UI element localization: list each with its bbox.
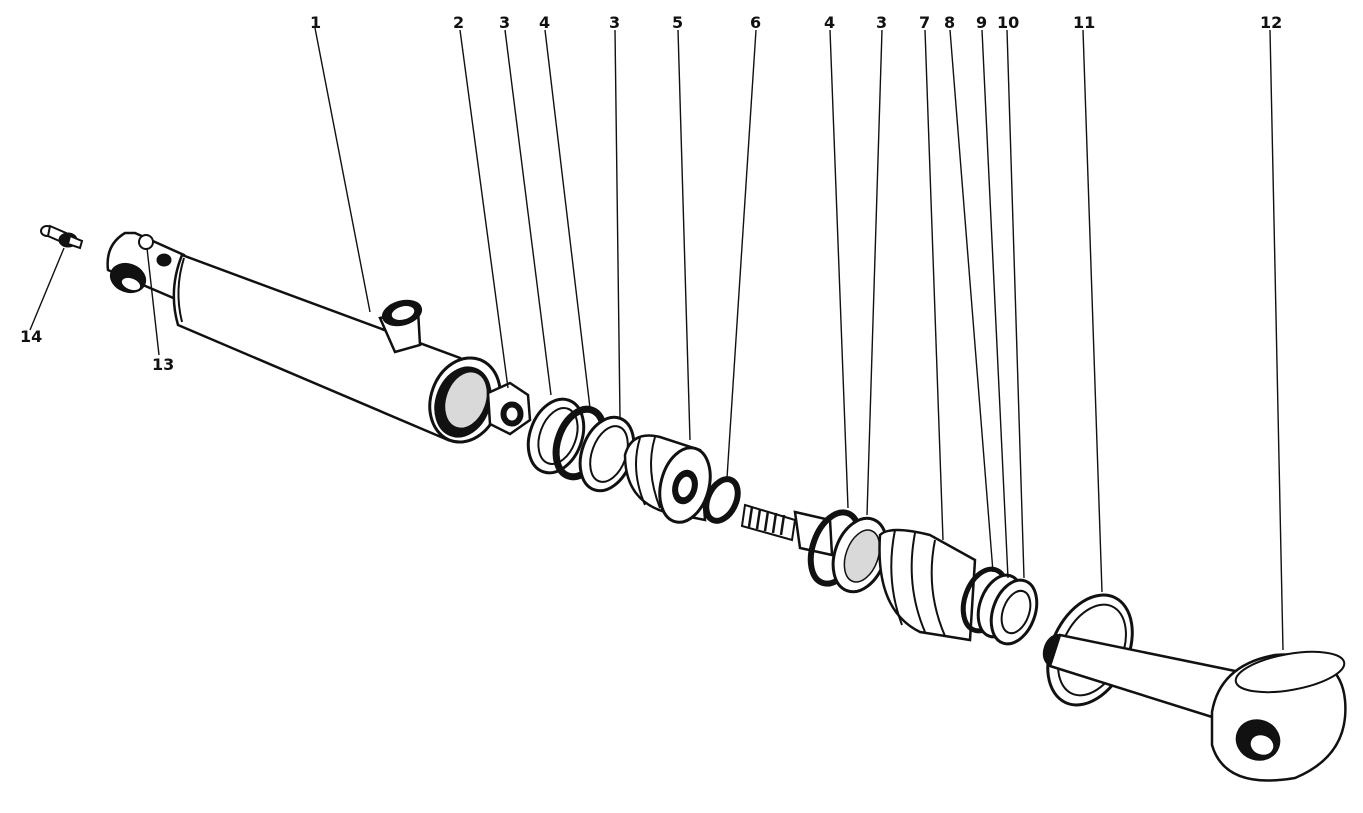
callout-14: 14 (20, 327, 42, 346)
part-10-ring (989, 578, 1039, 646)
leader-lines (29, 27, 1284, 651)
callout-1: 1 (310, 13, 321, 32)
callout-6: 6 (750, 13, 761, 32)
callout-4: 4 (539, 13, 550, 32)
part-7-piston (878, 528, 977, 642)
part-2-nut (486, 381, 532, 436)
callout-2: 2 (453, 13, 464, 32)
part-6-o-ring (703, 476, 741, 524)
callout-10: 10 (997, 13, 1019, 32)
callout-3: 3 (499, 13, 510, 32)
callout-3: 3 (876, 13, 887, 32)
callout-13: 13 (152, 355, 174, 374)
callout-4: 4 (824, 13, 835, 32)
callout-7: 7 (919, 13, 930, 32)
part-3-seal-ring-c (831, 516, 889, 594)
callout-8: 8 (944, 13, 955, 32)
callout-3: 3 (609, 13, 620, 32)
part-12-piston-rod (1042, 633, 1347, 782)
part-14-grease-fitting (40, 224, 84, 250)
part-5-gland (623, 434, 712, 524)
callout-5: 5 (672, 13, 683, 32)
callout-11: 11 (1073, 13, 1095, 32)
callout-labels: 1 2 3 4 3 5 6 4 3 7 8 9 10 11 12 13 14 (20, 13, 1282, 374)
part-1-cylinder-barrel (106, 231, 502, 444)
callout-9: 9 (976, 13, 987, 32)
callout-12: 12 (1260, 13, 1282, 32)
part-3-seal-ring-b (578, 415, 636, 493)
